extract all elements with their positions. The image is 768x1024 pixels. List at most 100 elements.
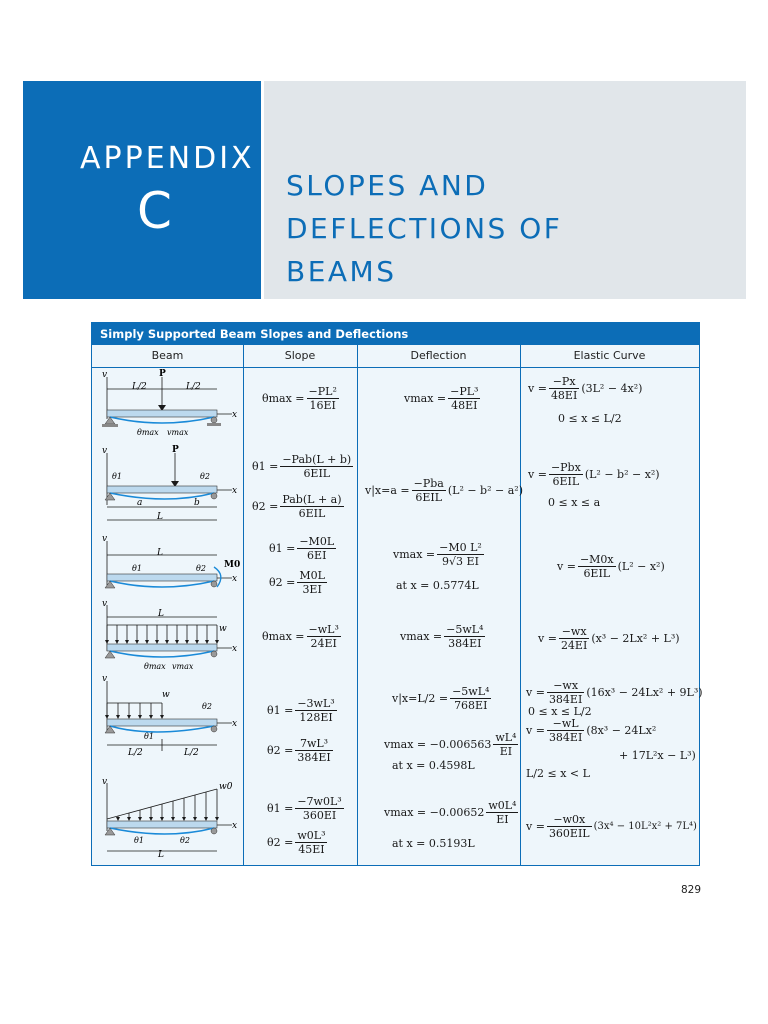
deflection-label: vmax	[167, 428, 189, 437]
axis-x-label: x	[232, 644, 237, 654]
length-label: L/2	[131, 382, 147, 392]
slope-formula: θ2 =Pab(L + a)6EIL	[252, 493, 344, 520]
distributed-load-arrows	[105, 703, 164, 719]
elastic-curve-continuation: + 17L²x − L³)	[619, 749, 696, 762]
load-arrowhead	[204, 817, 208, 821]
load-arrowhead	[160, 715, 164, 719]
appendix-word: APPENDIX	[80, 141, 255, 176]
axis-x-label: x	[232, 410, 237, 420]
load-intensity-label: w	[162, 690, 170, 700]
length-label: L	[157, 850, 164, 859]
deflection-location: at x = 0.4598L	[392, 759, 475, 772]
deflection-label: vmax	[172, 662, 194, 671]
deflection-location: at x = 0.5193L	[392, 837, 475, 850]
curve-range: 0 ≤ x ≤ L/2	[528, 705, 592, 718]
header-divider	[92, 367, 699, 368]
axis-v-label: v	[102, 601, 107, 609]
col-head-deflection: Deflection	[410, 349, 467, 362]
slope-label: θ1	[144, 732, 154, 741]
load-arrowhead	[105, 715, 109, 719]
load-arrowhead	[205, 640, 209, 644]
load-arrowhead	[116, 817, 120, 821]
load-arrowhead	[160, 817, 164, 821]
beam-diagram-end-moment: v L θ1 θ2 M0 x	[102, 535, 240, 589]
beam-diagram-triangular-load: v w0 x θ1 θ2 L	[102, 779, 237, 859]
load-arrowhead	[145, 640, 149, 644]
axis-x-label: x	[232, 486, 237, 496]
load-arrowhead	[115, 640, 119, 644]
load-arrowhead	[175, 640, 179, 644]
load-arrowhead	[127, 715, 131, 719]
length-label: b	[194, 498, 200, 508]
col-head-elastic-curve: Elastic Curve	[573, 349, 646, 362]
length-label: L	[156, 512, 163, 522]
page-title: SLOPES AND DEFLECTIONS OF BEAMS	[286, 164, 562, 293]
axis-v-label: v	[102, 370, 107, 380]
load-arrowhead	[105, 640, 109, 644]
curve-range: L/2 ≤ x < L	[526, 767, 590, 780]
load-arrowhead	[193, 817, 197, 821]
col-head-beam: Beam	[151, 349, 184, 362]
col-divider	[520, 345, 521, 865]
slope-label: θ1	[112, 472, 122, 481]
axis-v-label: v	[102, 779, 107, 787]
col-divider	[243, 345, 244, 865]
slope-label: θ2	[202, 702, 212, 711]
beam-diagram-offset-load: v P θ1 θ2 x a b L	[102, 445, 237, 522]
slope-label: θ2	[180, 836, 190, 845]
curve-range: 0 ≤ x ≤ a	[548, 496, 601, 509]
col-head-slope: Slope	[284, 349, 316, 362]
load-arrowhead	[138, 715, 142, 719]
axis-v-label: v	[102, 446, 107, 456]
deflection-location: at x = 0.5774L	[396, 579, 479, 592]
length-label: L/2	[127, 748, 143, 758]
load-arrowhead	[215, 640, 219, 644]
load-arrowhead	[135, 640, 139, 644]
load-arrowhead	[182, 817, 186, 821]
appendix-letter: C	[137, 182, 172, 240]
page-number: 829	[681, 884, 702, 896]
load-label: P	[159, 369, 166, 379]
col-divider	[357, 345, 358, 865]
title-line-2: DEFLECTIONS OF	[286, 212, 563, 245]
load-arrowhead	[138, 817, 142, 821]
load-arrowhead	[125, 640, 129, 644]
axis-x-label: x	[232, 574, 237, 584]
beam-table: Simply Supported Beam Slopes and Deflect…	[91, 322, 703, 866]
beam-diagram-center-load: v L/2 L/2 P x θmax vmax	[102, 369, 237, 437]
load-arrowhead	[149, 715, 153, 719]
load-arrowhead	[116, 715, 120, 719]
moment-label: M0	[224, 560, 240, 570]
load-arrowhead	[155, 640, 159, 644]
load-label: P	[172, 445, 179, 455]
length-label: L	[157, 609, 164, 619]
distributed-load-arrows	[105, 625, 219, 644]
axis-v-label: v	[102, 535, 107, 544]
axis-x-label: x	[232, 719, 237, 729]
load-intensity-label: w0	[219, 782, 233, 792]
beam-diagram-half-uniform-load: v w θ2 x θ1 L/2 L/2	[102, 675, 237, 758]
title-banner	[264, 81, 746, 299]
load-arrowhead	[215, 817, 219, 821]
distributed-load-arrows	[116, 789, 219, 821]
length-label: a	[137, 498, 142, 508]
load-arrowhead	[185, 640, 189, 644]
load-arrowhead	[195, 640, 199, 644]
